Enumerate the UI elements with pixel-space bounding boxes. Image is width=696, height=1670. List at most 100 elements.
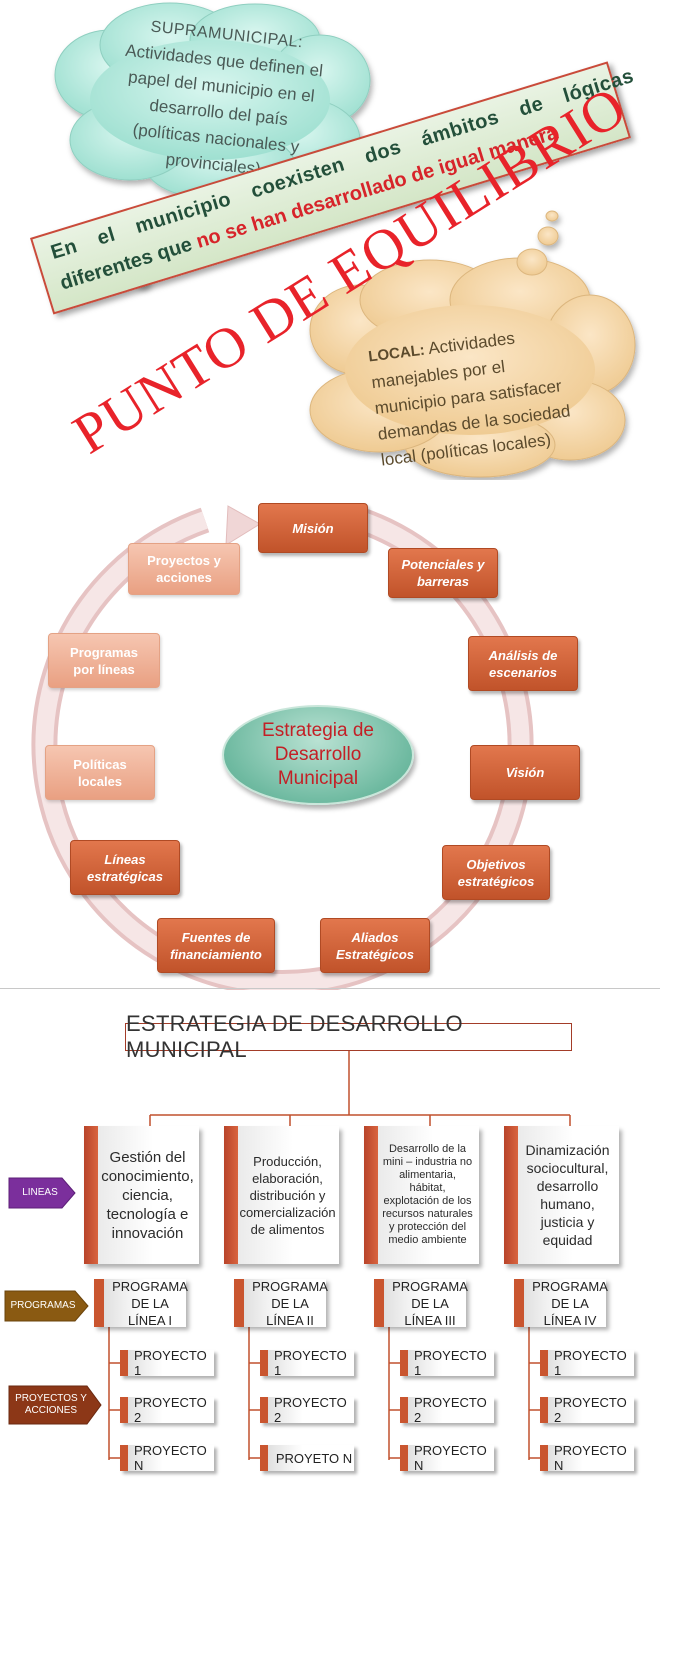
project-box: PROYECTO 2	[120, 1395, 214, 1425]
local-cloud	[309, 210, 636, 478]
section-separator	[0, 988, 660, 989]
cycle-step-label: Misión	[292, 520, 334, 536]
cycle-step-label: Fuentes de	[181, 929, 251, 945]
center-line: Desarrollo	[274, 744, 362, 765]
project-box: PROYECTO 1	[260, 1348, 354, 1378]
cycle-step-label: Aliados	[351, 929, 399, 945]
cycle-arrow-head	[225, 505, 261, 546]
line-text: sociocultural,	[526, 1160, 609, 1176]
project-box: PROYECTO N	[400, 1443, 494, 1473]
cycle-step-label: Líneas	[104, 851, 146, 867]
cycle-step-label: Potenciales y	[401, 557, 485, 572]
cycle-step-label: locales	[77, 773, 123, 789]
line-box-edge	[84, 1126, 98, 1264]
cycle-step-label: Proyectos y	[147, 553, 221, 568]
line-text: equidad	[542, 1232, 593, 1248]
cycle-step-label: Programas	[70, 644, 138, 660]
program-text: PROGRAMA	[532, 1278, 608, 1294]
cycle-step-label: acciones	[156, 570, 212, 585]
cycle-step-label: barreras	[416, 574, 470, 589]
project-box: PROYECTO 1	[540, 1348, 634, 1378]
center-line: Estrategia de	[262, 720, 374, 741]
cycle-step-label: estratégicas	[87, 868, 163, 884]
cycle-step-label: Estratégicos	[335, 946, 415, 962]
project-box: PROYECTO 2	[260, 1395, 354, 1425]
cycle-step-label: escenarios	[489, 664, 557, 680]
project-box: PROYECTO 1	[400, 1348, 494, 1378]
cycle-step: Visión	[470, 745, 580, 800]
line-text: elaboración,	[252, 1170, 323, 1186]
line-text: conocimiento,	[101, 1167, 194, 1185]
tag-lineas-shape	[8, 1177, 76, 1209]
program-text: DE LA LÍNEA II	[266, 1295, 314, 1328]
program-text: DE LA LÍNEA IV	[543, 1295, 597, 1328]
cycle-step: Misión	[258, 503, 368, 553]
line-text: explotación de los	[383, 1195, 472, 1207]
cycle-step-label: Análisis de	[488, 647, 558, 663]
project-box: PROYECTO 2	[400, 1395, 494, 1425]
line-text: desarrollo	[536, 1178, 599, 1194]
line-text: y protección del	[388, 1221, 467, 1233]
tag-proyectos-line: ACCIONES	[24, 1405, 78, 1416]
tag-lineas: LINEAS	[22, 1187, 58, 1198]
program-text: DE LA LÍNEA I	[127, 1295, 173, 1328]
line-text: justicia y	[540, 1214, 595, 1230]
program-text: PROGRAMA	[112, 1278, 188, 1294]
tag-programas: PROGRAMAS	[10, 1300, 76, 1311]
cycle-step-label: Objetivos	[466, 856, 526, 872]
cycle-step-label: Visión	[505, 765, 545, 780]
line-text: innovación	[111, 1224, 184, 1242]
line-text: ciencia,	[122, 1186, 173, 1204]
line-text: alimentaria,	[399, 1169, 456, 1181]
cycle-step-label: financiamiento	[170, 946, 262, 962]
line-text: hábitat,	[409, 1182, 446, 1194]
project-box: PROYECTO N	[120, 1443, 214, 1473]
line-box-edge	[364, 1126, 378, 1264]
line-text: Gestión del	[109, 1148, 186, 1166]
cycle-step-label: estratégicos	[457, 873, 535, 889]
tag-proyectos-shape	[8, 1385, 102, 1425]
line-text: humano,	[540, 1196, 595, 1212]
project-box: PROYECTO N	[540, 1443, 634, 1473]
line-text: tecnología e	[106, 1205, 189, 1223]
tag-proyectos-line: PROYECTOS Y	[15, 1393, 87, 1404]
cycle-step-label: Políticas	[73, 756, 127, 772]
project-box: PROYECTO 2	[540, 1395, 634, 1425]
line-text: Desarrollo de la	[388, 1143, 467, 1155]
line-box-edge	[224, 1126, 238, 1264]
center-strategy-ellipse: Estrategia de Desarrollo Municipal	[222, 705, 414, 805]
line-text: distribución y	[249, 1187, 326, 1203]
tag-programas-shape	[4, 1290, 89, 1322]
line-text: Dinamización	[525, 1142, 610, 1158]
program-text: PROGRAMA	[252, 1278, 328, 1294]
cycle-step: Potenciales y barreras	[388, 548, 498, 598]
line-text: recursos naturales	[382, 1208, 473, 1220]
line-box: Dinamización sociocultural, desarrollo huma…	[504, 1126, 619, 1264]
program-text: DE LA LÍNEA III	[404, 1295, 456, 1328]
program-text: PROGRAMA	[392, 1278, 468, 1294]
project-box: PROYETO N	[260, 1445, 354, 1471]
cycle-step: Proyectos y acciones	[128, 543, 240, 595]
cycle-step-label: por líneas	[73, 661, 135, 677]
project-box: PROYECTO 1	[120, 1348, 214, 1378]
line-text: Producción,	[253, 1153, 322, 1169]
line-text: comercialización	[239, 1204, 336, 1220]
line-text: mini – industria no	[382, 1156, 473, 1168]
center-line: Municipal	[277, 768, 359, 789]
